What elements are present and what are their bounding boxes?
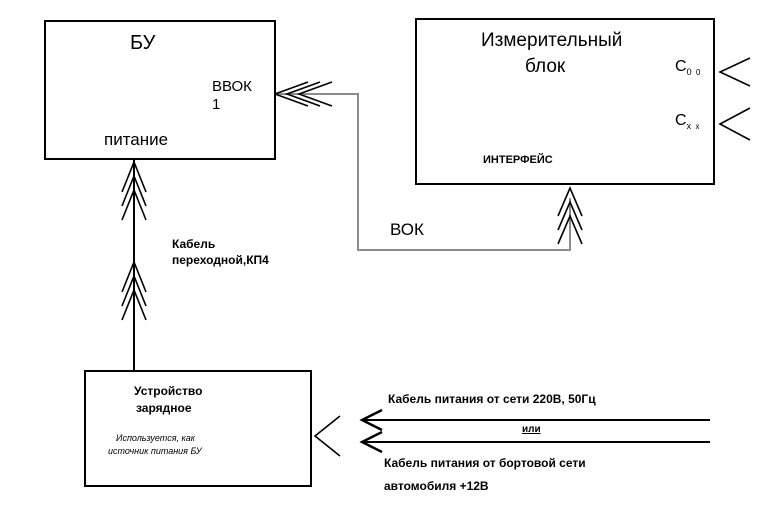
vehicle-cable-arrow [359,430,383,454]
bu-power-label: питание [104,130,169,149]
vehicle-cable-label-line2: автомобиля +12В [384,479,489,493]
c0-main: C [675,58,687,75]
charger-title-line1: Устройство [134,384,203,398]
measuring-block: Измерительный блок C0 0 Cx x ИНТЕРФЕЙС [415,18,715,185]
bu-block: БУ ВВОК 1 питание [44,20,276,160]
vok-arrow-interface-1 [557,185,583,217]
kp4-arrow-up-2 [121,173,147,207]
bu-title: БУ [130,32,156,54]
cx-connector [718,107,751,141]
cx-sub-extra: x [695,122,700,132]
vok-fiber-line [275,93,571,251]
c0-sub-extra: 0 [696,68,701,78]
c0-sub: 0 [686,67,692,78]
c0-label: C0 0 [675,58,700,78]
kp4-arrow-mid-1 [121,259,147,293]
measuring-title-line2: блок [525,56,566,77]
bu-port-number: 1 [212,96,221,113]
vok-arrow-bu-3 [296,81,333,107]
charger-note-line1: Используется, как [116,433,196,443]
cx-main: C [675,112,687,129]
c0-connector [718,57,751,87]
kp4-arrow-mid-3 [121,287,147,321]
mains-cable-label: Кабель питания от сети 220В, 50Гц [388,392,596,406]
vok-arrow-interface-2 [557,199,583,231]
charger-note-line2: источник питания БУ [108,446,202,456]
mains-cable-arrow [359,408,383,432]
charger-input-connector [313,415,341,457]
vok-label: ВОК [390,220,424,239]
measuring-title-line1: Измерительный [481,30,623,51]
cx-label: Cx x [675,112,700,132]
kp4-cable-label-line2: переходной,КП4 [172,253,269,267]
or-label: или [522,424,541,435]
kp4-cable-label-line1: Кабель [172,237,216,251]
kp4-arrow-up-3 [121,187,147,221]
kp4-arrow-mid-2 [121,273,147,307]
bu-port-label: ВВОК [212,78,252,95]
vok-arrow-bu-2 [284,81,321,107]
vok-arrow-interface-3 [557,213,583,245]
interface-label: ИНТЕРФЕЙС [483,154,553,166]
charger-title-line2: зарядное [136,401,192,415]
cx-sub: x [686,121,692,132]
kp4-arrow-up-1 [121,159,147,193]
charger-block: Устройство зарядное Используется, как ис… [84,370,312,487]
vehicle-cable-label-line1: Кабель питания от бортовой сети [384,456,586,470]
